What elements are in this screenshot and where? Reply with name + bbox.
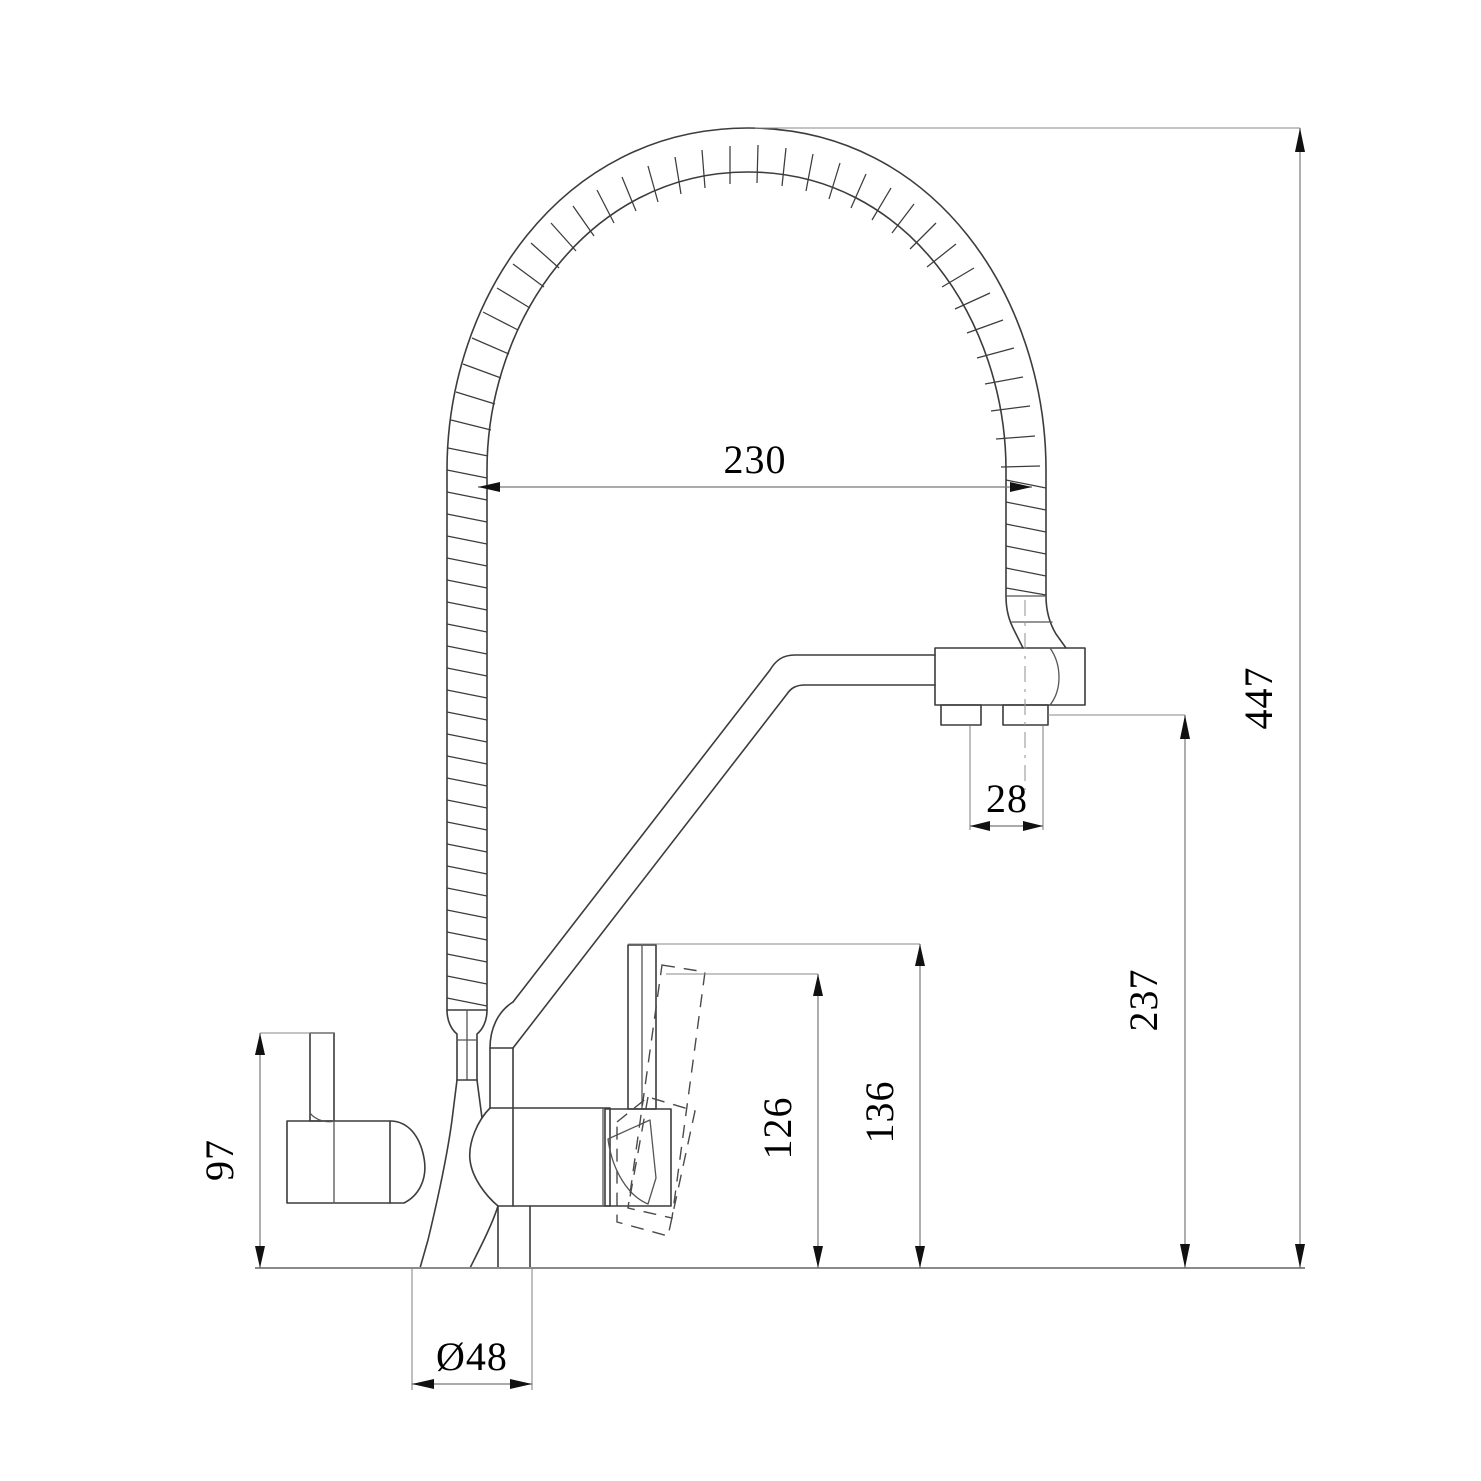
dimension-136-label: 136 (857, 1081, 902, 1144)
spout-arm (489, 654, 936, 1049)
mixer-lever-handle (604, 944, 706, 1237)
dimension-126-label: 126 (755, 1097, 800, 1160)
spout-arm-top-edge (512, 654, 936, 1003)
spring-hose-outer-edge (446, 127, 1047, 1011)
dimension-237-label: 237 (1121, 969, 1166, 1032)
spray-head-block (934, 600, 1086, 790)
dimension-base-diameter-label: Ø48 (436, 1334, 508, 1379)
dimension-28: 28 (969, 726, 1044, 831)
dimension-447-label: 447 (1236, 667, 1281, 730)
dimension-97-label: 97 (197, 1139, 242, 1181)
lever-handle-open-position (616, 964, 706, 1237)
dimension-230: 230 (478, 437, 1032, 492)
dimension-447: 447 (755, 127, 1305, 1268)
spout-arm-bottom-edge (512, 684, 936, 1049)
dimension-base-diameter: Ø48 (411, 1268, 533, 1390)
spring-hose-inner-edge (486, 171, 1007, 1011)
spring-hose-assembly (446, 127, 1067, 1081)
dimension-97: 97 (197, 1032, 334, 1268)
nozzle-boss-left (940, 704, 982, 726)
dimension-230-label: 230 (724, 437, 787, 482)
filter-lever-handle (286, 1032, 426, 1204)
dimension-126: 126 (666, 973, 823, 1268)
spring-hose-ribs (446, 144, 1047, 1007)
mixer-cartridge-housing (468, 1107, 499, 1269)
filter-lever-stem (309, 1032, 335, 1122)
mixer-body (419, 1047, 611, 1269)
hose-lower-ferrule (446, 1009, 488, 1081)
dimension-136: 136 (628, 943, 925, 1268)
spray-nozzle-neck (1005, 595, 1067, 649)
filter-handle-block (286, 1120, 391, 1204)
dimension-28-label: 28 (986, 776, 1028, 821)
dimension-237: 237 (1048, 714, 1190, 1268)
